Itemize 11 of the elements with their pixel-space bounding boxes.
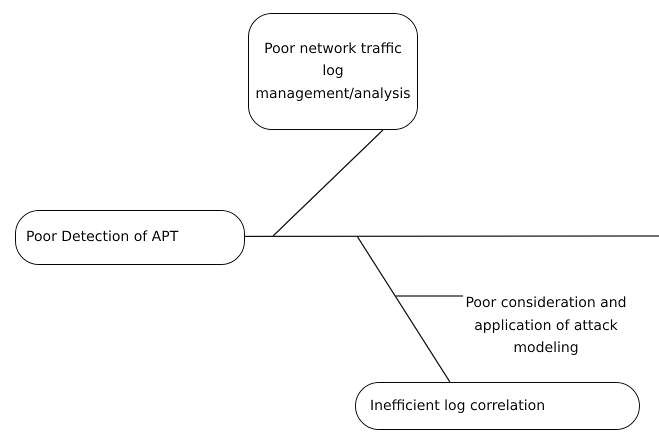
- node-label: Inefficient log correlation: [370, 396, 546, 416]
- cause-box: [355, 382, 640, 430]
- bone-line: [356, 236, 450, 382]
- sub-bone-line: [395, 295, 463, 297]
- cause-box: [248, 13, 418, 130]
- bone-line: [272, 130, 384, 236]
- problem-box: [15, 210, 245, 265]
- cause-text: Poor consideration and application of attack modeling: [464, 294, 628, 358]
- node-label: Poor network traffic log management/analysis: [255, 40, 411, 104]
- node-label: Poor Detection of APT: [26, 228, 178, 248]
- spine-line: [245, 235, 659, 238]
